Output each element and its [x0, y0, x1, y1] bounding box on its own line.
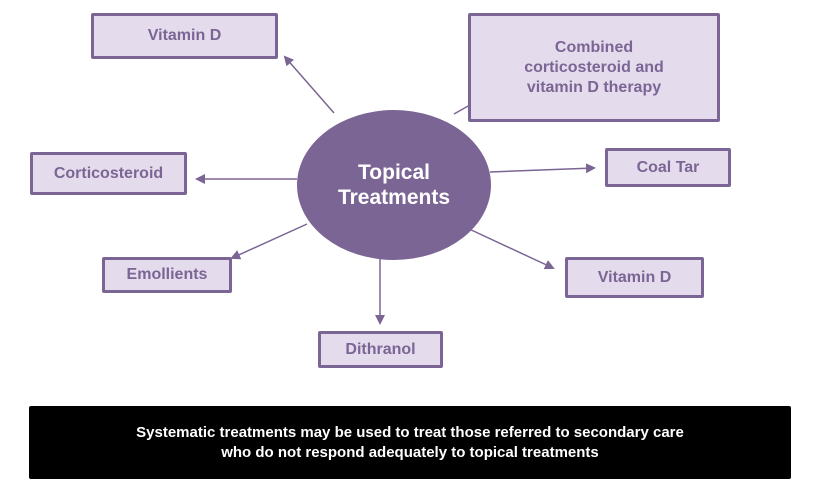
footer-note: Systematic treatments may be used to tre… — [29, 406, 791, 479]
node-emollients: Emollients — [102, 257, 232, 293]
node-corticosteroid: Corticosteroid — [30, 152, 187, 195]
node-label: Emollients — [126, 266, 208, 283]
arrow-to-emollients — [230, 223, 308, 260]
arrow-to-coal-tar — [489, 163, 596, 174]
node-label: Vitamin D — [597, 268, 672, 286]
node-label-line1: Combined — [554, 38, 634, 56]
node-label-line3: vitamin D therapy — [526, 78, 662, 96]
center-label-line2: Treatments — [337, 186, 451, 209]
node-label: Coal Tar — [636, 158, 700, 176]
node-label: Vitamin D — [147, 27, 222, 44]
node-label: Corticosteroid — [53, 164, 164, 182]
node-vitamin-d-top: Vitamin D — [91, 13, 278, 59]
node-label: Dithranol — [345, 340, 416, 358]
node-vitamin-d-bottom: Vitamin D — [565, 257, 704, 298]
node-coal-tar: Coal Tar — [605, 148, 731, 187]
footer-line2: who do not respond adequately to topical… — [221, 443, 599, 461]
node-label-line2: corticosteroid and — [524, 58, 664, 76]
center-topical-treatments: Topical Treatments — [297, 110, 491, 260]
node-combined-therapy: Combined corticosteroid and vitamin D th… — [468, 13, 720, 122]
footer-line1: Systematic treatments may be used to tre… — [136, 423, 684, 441]
arrow-to-vitamin-d-bottom — [466, 227, 555, 270]
arrow-to-vitamin-d-top — [283, 55, 335, 114]
center-label-line1: Topical — [358, 161, 430, 184]
node-dithranol: Dithranol — [318, 331, 443, 368]
